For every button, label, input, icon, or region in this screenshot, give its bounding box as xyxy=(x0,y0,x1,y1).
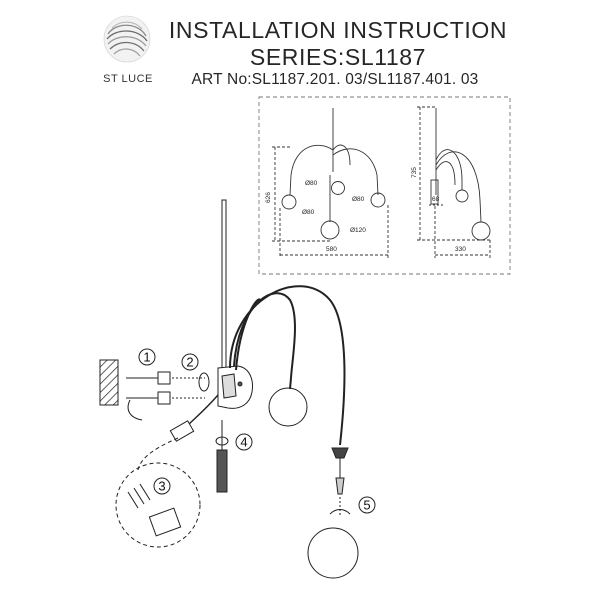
step-2-marker xyxy=(181,353,199,371)
wire-connector xyxy=(169,420,195,442)
wall-section xyxy=(99,359,119,406)
step-markers: 1 2 3 4 5 xyxy=(138,348,376,514)
step-3-label: 3 xyxy=(158,479,165,494)
series-label: SERIES:SL1187 xyxy=(249,44,427,70)
terminal-block xyxy=(148,507,182,537)
logo-swirl-icon xyxy=(103,15,151,63)
globe-bottom xyxy=(320,220,340,240)
diameter-bottom-label: Ø120 xyxy=(350,227,366,234)
fixture-globe-left xyxy=(268,387,308,427)
front-view-diagram xyxy=(272,108,389,258)
page-title: INSTALLATION INSTRUCTION xyxy=(168,17,508,43)
screwdriver-icon xyxy=(216,420,228,493)
step-1-marker xyxy=(138,348,156,366)
step-5-marker xyxy=(358,496,376,514)
dimension-panel xyxy=(258,96,511,275)
fixture-globe-bottom xyxy=(307,527,359,579)
globe-center xyxy=(331,181,345,195)
globe-right xyxy=(370,192,386,208)
step-1-label: 1 xyxy=(143,350,150,365)
side-base-label: 68 xyxy=(432,196,440,203)
article-number: ART No:SL1187.201. 03/SL1187.401. 03 xyxy=(191,71,479,88)
front-width-label: 580 xyxy=(326,246,337,253)
step-4-label: 4 xyxy=(240,435,247,450)
diameter-lower-left-label: Ø80 xyxy=(302,209,315,216)
side-globe-upper xyxy=(455,189,469,203)
diameter-upper-left-label: Ø80 xyxy=(305,180,318,187)
step-4-marker xyxy=(235,433,253,451)
connector-detail-callout xyxy=(115,462,201,548)
brand-logo xyxy=(96,14,158,92)
step-3-marker xyxy=(153,477,171,495)
wall-screws xyxy=(126,371,205,421)
vertical-rod xyxy=(221,199,227,369)
diameter-right-label: Ø80 xyxy=(352,196,365,203)
fixture-illustration xyxy=(99,199,359,579)
side-height-label: 735 xyxy=(411,167,418,178)
lamp-holder xyxy=(331,447,349,459)
side-globe-lower xyxy=(471,221,491,241)
side-view-diagram xyxy=(417,106,491,258)
globe-upper-left xyxy=(281,194,297,210)
brand-name: ST LUCE xyxy=(103,73,153,85)
step-2-label: 2 xyxy=(186,355,193,370)
side-depth-label: 330 xyxy=(455,246,466,253)
front-height-label: 626 xyxy=(265,192,272,203)
rotation-arrows xyxy=(198,372,351,515)
step-5-label: 5 xyxy=(363,498,370,513)
